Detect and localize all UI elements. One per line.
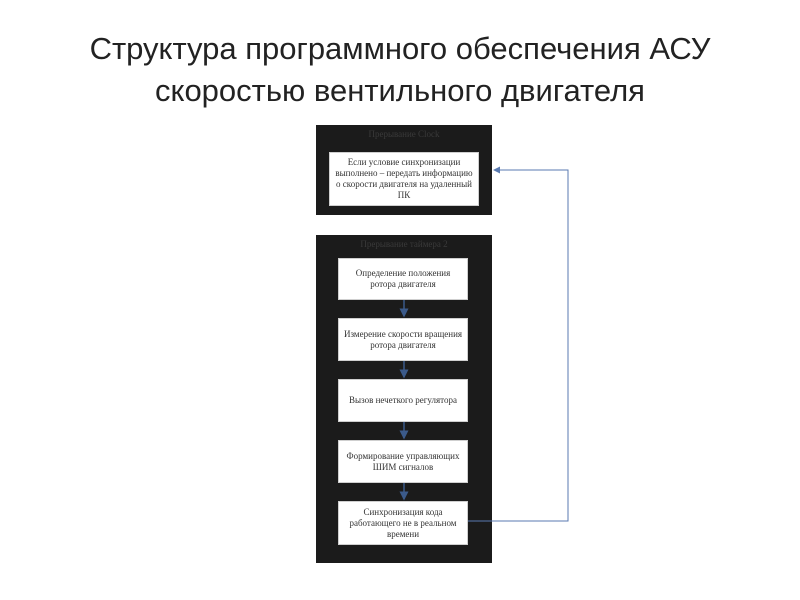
slide-title: Структура программного обеспечения АСУ с… xyxy=(0,28,800,112)
clock-interrupt-label: Прерывание Clock xyxy=(368,129,440,139)
step-rotor-position: Определение положения ротора двигателя xyxy=(338,258,468,300)
title-line-1: Структура программного обеспечения АСУ xyxy=(89,31,711,66)
step-sync-code: Синхронизация кода работающего не в реал… xyxy=(338,501,468,545)
timer-interrupt-panel: Прерывание таймера 2 Определение положен… xyxy=(316,235,492,563)
title-line-2: скоростью вентильного двигателя xyxy=(155,73,645,108)
clock-interrupt-panel: Прерывание Clock Если условие синхрониза… xyxy=(316,125,492,215)
feedback-arrow xyxy=(468,166,569,522)
step-fuzzy-controller: Вызов нечеткого регулятора xyxy=(338,379,468,422)
step-pwm-signals: Формирование управляющих ШИМ сигналов xyxy=(338,440,468,483)
step-speed-measure: Измерение скорости вращения ротора двига… xyxy=(338,318,468,361)
transmit-speed-box: Если условие синхронизации выполнено – п… xyxy=(329,152,479,206)
timer-interrupt-label: Прерывание таймера 2 xyxy=(360,239,448,249)
